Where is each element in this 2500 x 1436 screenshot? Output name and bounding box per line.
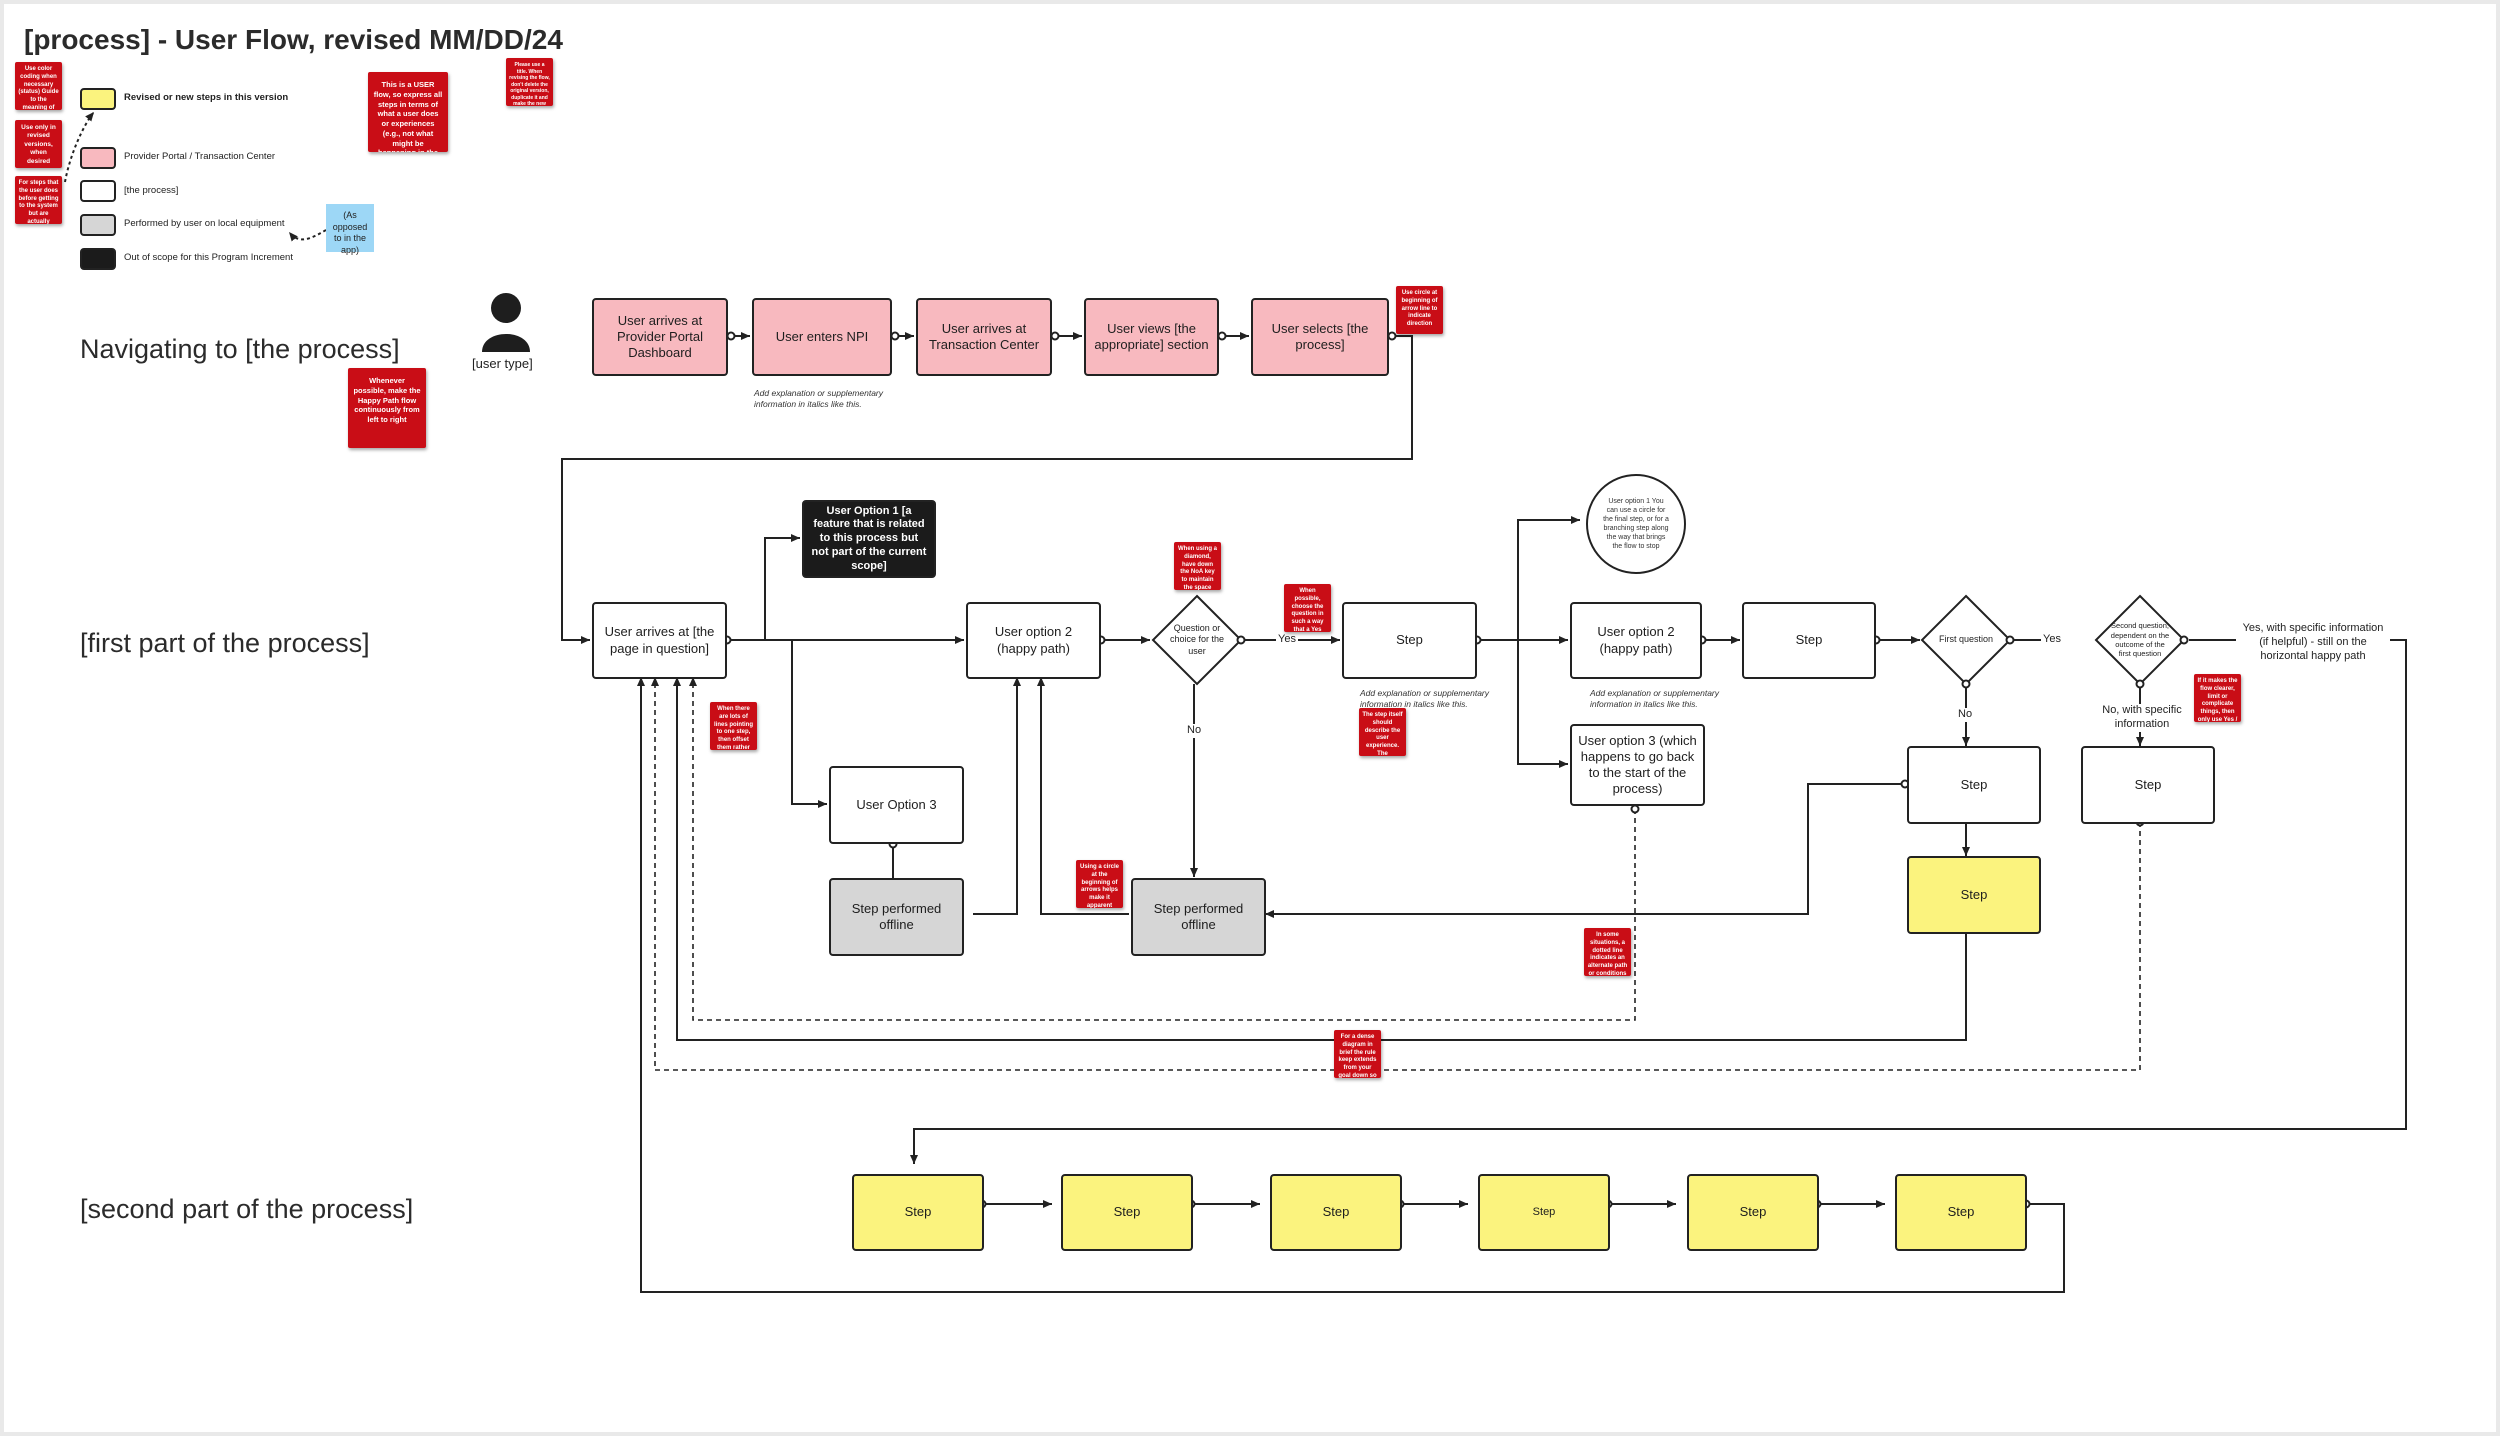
step-user-option-2b: User option 2 (happy path)	[1570, 602, 1702, 679]
sticky-dense-diagram: For a dense diagram in brief the rule ke…	[1334, 1030, 1381, 1078]
section-label-second-part: [second part of the process]	[80, 1194, 414, 1224]
legend-label-portal: Provider Portal / Transaction Center	[124, 151, 276, 162]
step-arrives-page: User arrives at [the page in question]	[592, 602, 727, 679]
second-step-2: Step	[1061, 1174, 1193, 1251]
legend-sticky-title: Please use a title. When revising the fl…	[506, 58, 553, 106]
legend-sticky-user-flow: This is a USER flow, so express all step…	[368, 72, 448, 152]
step-note-after-question: Add explanation or supplementary informa…	[1360, 688, 1489, 710]
nav-step-enter-npi: User enters NPI	[752, 298, 892, 376]
section-label-first-part: [first part of the process]	[80, 628, 370, 658]
sticky-yes-no: If it makes the flow clearer, limit or c…	[2194, 674, 2241, 722]
legend-sticky-color-coding: Use color coding when necessary (status)…	[15, 62, 62, 110]
user-icon	[482, 293, 530, 352]
step-user-option-3b: User option 3 (which happens to go back …	[1570, 724, 1705, 806]
legend-label-local: Performed by user on local equipment	[124, 218, 285, 229]
edge-label-yes-2: Yes	[2041, 633, 2063, 647]
legend-label-revised: Revised or new steps in this version	[124, 92, 289, 103]
step-user-option-3: User Option 3	[829, 766, 964, 844]
sticky-circle-arrow: Use circle at beginning of arrow line to…	[1396, 286, 1443, 334]
legend-swatch-process	[80, 180, 116, 202]
second-step-1: Step	[852, 1174, 984, 1251]
page-title: [process] - User Flow, revised MM/DD/24	[24, 24, 563, 55]
question-diamond-label: Question or choice for the user	[1169, 623, 1225, 656]
second-step-6: Step	[1895, 1174, 2027, 1251]
edge-label-no-2: No	[1956, 708, 1975, 722]
legend-swatch-local	[80, 214, 116, 236]
edge-label-yes: Yes	[1276, 633, 1298, 647]
legend-label-process: [the process]	[124, 185, 179, 196]
step-user-option-2: User option 2 (happy path)	[966, 602, 1101, 679]
step-offline-1: Step performed offline	[829, 878, 964, 956]
sticky-question-phrasing: When possible, choose the question in su…	[1284, 584, 1331, 632]
step-option-1-circle: User option 1 You can use a circle for t…	[1586, 474, 1686, 574]
legend-swatch-portal	[80, 147, 116, 169]
sticky-diamond-space: When using a diamond, have down the NoA …	[1174, 542, 1221, 590]
legend-blue-note: (As opposed to in the app)	[326, 204, 374, 255]
legend-label-out-of-scope: Out of scope for this Program Increment	[124, 252, 293, 263]
nav-note: Add explanation or supplementary informa…	[754, 388, 883, 410]
sticky-circle-beginning: Using a circle at the beginning of arrow…	[1076, 860, 1123, 908]
second-step-4: Step	[1478, 1174, 1610, 1251]
nav-step-selects-process: User selects [the process]	[1251, 298, 1389, 376]
nav-step-transaction-center: User arrives at Transaction Center	[916, 298, 1052, 376]
section-label-navigating: Navigating to [the process]	[80, 334, 400, 364]
sticky-dotted-line: In some situations, a dotted line indica…	[1584, 928, 1631, 976]
edge-label-yes-specific: Yes, with specific information (if helpf…	[2236, 622, 2390, 664]
step-after-second-question: Step	[2081, 746, 2215, 824]
sticky-happy-path: Whenever possible, make the Happy Path f…	[348, 368, 426, 448]
second-step-5: Step	[1687, 1174, 1819, 1251]
step-happy-path: Step	[1742, 602, 1876, 679]
step-revised: Step	[1907, 856, 2041, 934]
step-offline-2: Step performed offline	[1131, 878, 1266, 956]
legend-swatch-out-of-scope	[80, 248, 116, 270]
edge-label-no: No	[1185, 724, 1204, 738]
legend-swatch-revised	[80, 88, 116, 110]
second-question-label: Second question, dependent on the outcom…	[2110, 621, 2170, 659]
step-note-option-2b: Add explanation or supplementary informa…	[1590, 688, 1719, 710]
edge-label-no-specific: No, with specific information	[2100, 704, 2184, 732]
whiteboard-canvas: [process] - User Flow, revised MM/DD/24 …	[4, 4, 2496, 1432]
sticky-offset-lines: When there are lots of lines pointing to…	[710, 702, 757, 750]
step-after-question: Step	[1342, 602, 1477, 679]
question-diamond	[1151, 594, 1243, 686]
legend-sticky-revised: Use only in revised versions, when desir…	[15, 120, 62, 168]
user-type-label: [user type]	[472, 356, 533, 371]
second-step-3: Step	[1270, 1174, 1402, 1251]
nav-step-dashboard: User arrives at Provider Portal Dashboar…	[592, 298, 728, 376]
first-question-label: First question	[1938, 634, 1994, 645]
step-user-option-1-out-of-scope: User Option 1 [a feature that is related…	[802, 500, 936, 578]
sticky-step-describes: The step itself should describe the user…	[1359, 708, 1406, 756]
legend-sticky-before-system: For steps that the user does before gett…	[15, 176, 62, 224]
nav-step-views-section: User views [the appropriate] section	[1084, 298, 1219, 376]
step-after-first-question: Step	[1907, 746, 2041, 824]
